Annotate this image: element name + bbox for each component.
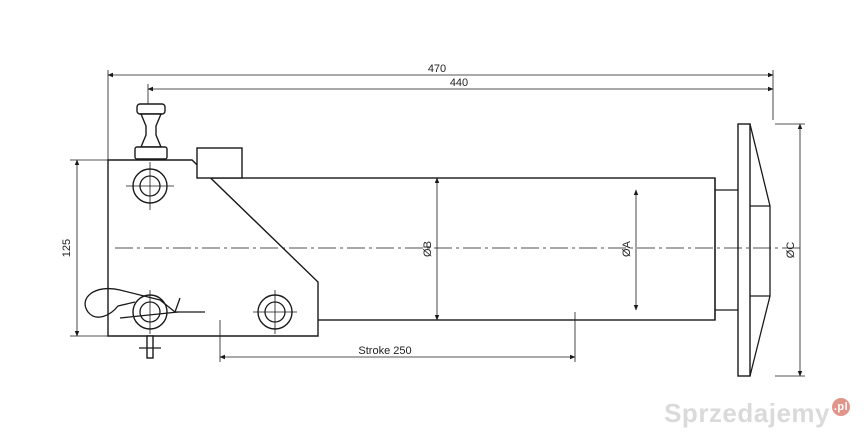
- flange: [737, 123, 771, 377]
- dimension-diameter-a: ØA: [621, 189, 639, 311]
- side-hole: [253, 290, 297, 334]
- watermark-suffix: .pl: [832, 398, 850, 416]
- dimension-125-label: 125: [61, 239, 73, 257]
- dimension-470: 470: [107, 63, 774, 160]
- dimension-470-label: 470: [428, 63, 446, 75]
- dimension-440-label: 440: [450, 77, 468, 89]
- spring-clip: [84, 288, 205, 319]
- dimension-stroke-label: Stroke 250: [358, 345, 411, 357]
- dimension-440: 440: [147, 77, 774, 105]
- dimension-stroke: Stroke 250: [219, 312, 576, 362]
- dimension-diameter-c-label: ØC: [785, 242, 797, 259]
- watermark-logo: Sprzedajemy.pl: [664, 398, 850, 429]
- pivot-hole-bottom: [132, 290, 168, 359]
- pivot-hole-top: [126, 162, 174, 210]
- dimension-diameter-b: ØB: [422, 177, 440, 321]
- dimension-diameter-c: ØC: [775, 123, 805, 377]
- dimension-diameter-b-label: ØB: [422, 241, 434, 257]
- watermark-text: Sprzedajemy: [664, 398, 830, 428]
- dimension-125: 125: [61, 159, 108, 337]
- top-pin: [134, 103, 168, 160]
- dimension-diameter-a-label: ØA: [621, 240, 633, 257]
